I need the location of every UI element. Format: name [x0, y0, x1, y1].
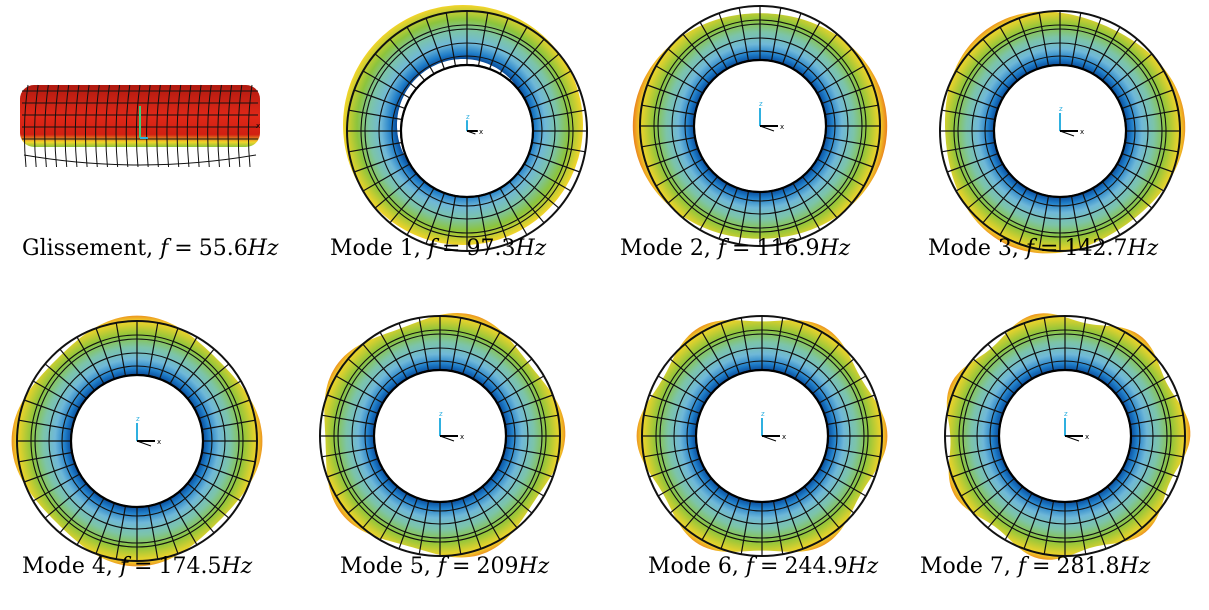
deformed-tire-shape: [946, 313, 1191, 560]
coordinate-triad-icon: zx: [1064, 410, 1089, 442]
caption-value: 281.8: [1056, 554, 1120, 579]
caption-unit: Hz: [1119, 554, 1151, 579]
mode-panel-2: zx: [632, 5, 888, 247]
caption-value: 142.7: [1064, 236, 1128, 261]
mode-caption: Mode 7, f=281.8Hz: [920, 554, 1150, 579]
caption-unit: Hz: [847, 554, 879, 579]
axis-x-label: x: [1085, 433, 1089, 441]
caption-equals: =: [134, 554, 153, 579]
caption-prefix: Mode 1,: [330, 236, 428, 261]
axis-z-label: z: [1064, 410, 1068, 418]
caption-value: 244.9: [784, 554, 848, 579]
mode-panel-6: zx: [636, 315, 888, 557]
mode-panel-7: zx: [944, 313, 1191, 560]
caption-prefix: Mode 2,: [620, 236, 718, 261]
mode-caption: Mode 4, f=174.5Hz: [22, 554, 252, 579]
caption-variable: f: [717, 236, 727, 261]
axis-x-label: x: [256, 122, 260, 130]
axis-x-label: x: [782, 433, 786, 441]
axis-x-label: x: [479, 128, 483, 136]
mode-panel-0: x: [20, 84, 260, 168]
caption-variable: f: [1025, 236, 1035, 261]
mode-caption: Mode 3, f=142.7Hz: [928, 236, 1158, 261]
coordinate-triad-icon: zx: [761, 410, 786, 442]
axis-x-label: x: [460, 433, 464, 441]
tire-mesh-grid: [944, 315, 1186, 557]
mode-caption: Mode 6, f=244.9Hz: [648, 554, 878, 579]
caption-equals: =: [1032, 554, 1051, 579]
caption-unit: Hz: [1127, 236, 1159, 261]
axis-x-label: x: [157, 438, 161, 446]
caption-variable: f: [119, 554, 129, 579]
coordinate-triad-icon: zx: [136, 415, 161, 447]
caption-equals: =: [1040, 236, 1059, 261]
caption-unit: Hz: [515, 236, 547, 261]
deformed-tire-shape: [632, 13, 888, 239]
caption-unit: Hz: [247, 236, 279, 261]
mode-caption: Mode 1, f=97.3Hz: [330, 236, 546, 261]
caption-equals: =: [174, 236, 193, 261]
deformed-tire-shape: [636, 320, 888, 552]
axis-z-label: z: [761, 410, 765, 418]
caption-value: 209: [476, 554, 519, 579]
caption-variable: f: [745, 554, 755, 579]
axis-z-label: z: [466, 113, 470, 121]
deformed-tire-shape: [11, 315, 263, 567]
caption-prefix: Mode 3,: [928, 236, 1026, 261]
caption-variable: f: [437, 554, 447, 579]
coordinate-triad-icon: x: [139, 106, 260, 139]
axis-z-label: z: [136, 415, 140, 423]
caption-equals: =: [452, 554, 471, 579]
mode-panel-1: zx: [343, 5, 588, 252]
axis-x-label: x: [1080, 128, 1084, 136]
mode-panel-4: zx: [11, 315, 263, 567]
caption-equals: =: [760, 554, 779, 579]
caption-unit: Hz: [518, 554, 550, 579]
mode-panel-5: zx: [319, 313, 566, 558]
axis-z-label: z: [759, 100, 763, 108]
caption-equals: =: [442, 236, 461, 261]
caption-value: 55.6: [198, 236, 248, 261]
coordinate-triad-icon: zx: [1059, 105, 1084, 137]
mode-caption: Glissement, f=55.6Hz: [22, 236, 278, 261]
axis-z-label: z: [439, 410, 443, 418]
caption-unit: Hz: [221, 554, 253, 579]
deformed-tire-shape: [324, 313, 566, 558]
caption-prefix: Mode 5,: [340, 554, 438, 579]
caption-value: 116.9: [756, 236, 820, 261]
caption-value: 174.5: [158, 554, 222, 579]
mode-caption: Mode 2, f=116.9Hz: [620, 236, 850, 261]
tire-mesh-grid: [346, 10, 588, 252]
caption-prefix: Mode 6,: [648, 554, 746, 579]
caption-variable: f: [160, 236, 169, 261]
tire-mesh-grid: [641, 315, 883, 557]
coordinate-triad-icon: zx: [759, 100, 784, 132]
tire-mesh-grid: [319, 315, 561, 557]
caption-unit: Hz: [819, 236, 851, 261]
caption-prefix: Glissement,: [22, 236, 161, 261]
coordinate-triad-icon: zx: [439, 410, 464, 442]
caption-equals: =: [732, 236, 751, 261]
caption-variable: f: [1017, 554, 1027, 579]
caption-variable: f: [427, 236, 437, 261]
mode-caption: Mode 5, f=209Hz: [340, 554, 549, 579]
axis-x-label: x: [780, 123, 784, 131]
caption-prefix: Mode 7,: [920, 554, 1018, 579]
caption-prefix: Mode 4,: [22, 554, 120, 579]
coordinate-triad-icon: zx: [466, 113, 483, 136]
caption-value: 97.3: [466, 236, 516, 261]
axis-z-label: z: [1059, 105, 1063, 113]
mode-panel-3: zx: [939, 10, 1186, 254]
